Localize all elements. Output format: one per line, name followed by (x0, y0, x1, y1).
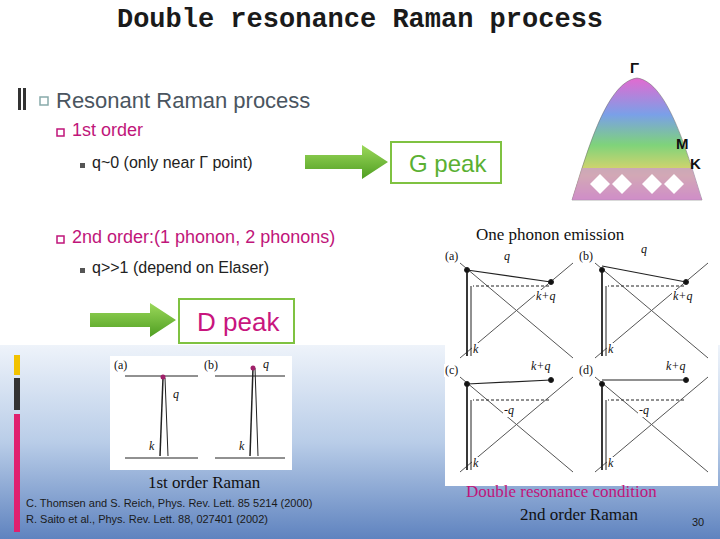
panel-letter: (a) (113, 359, 128, 372)
panel-caption: Double resonance condition (466, 483, 657, 502)
momentum-label: k (607, 343, 614, 356)
panel-letter: (b) (203, 359, 219, 372)
momentum-label: k+q (665, 360, 686, 373)
box-text: D peak (197, 307, 276, 338)
panel-letter: (c) (444, 364, 459, 377)
panel-letter: (a) (444, 250, 459, 263)
block-arrow (90, 303, 176, 337)
panel-letter: (d) (578, 364, 594, 377)
slide-number: 30 (692, 516, 704, 528)
title-bar (23, 88, 26, 110)
bullet-text: q~0 (only near Γ point) (92, 154, 252, 172)
bullet (57, 236, 64, 243)
momentum-label: k (607, 457, 614, 470)
panel-caption: 1st order Raman (148, 474, 260, 493)
momentum-label: -q (638, 404, 650, 417)
block-arrow (305, 145, 388, 179)
double-resonance-diagram (595, 377, 708, 472)
panel-letter: (b) (578, 250, 594, 263)
momentum-label: k (472, 457, 479, 470)
double-resonance-diagram (595, 263, 708, 358)
citation: C. Thomsen and S. Reich, Phys. Rev. Lett… (26, 497, 312, 509)
momentum-label: k (148, 440, 155, 453)
momentum-label: q (172, 388, 180, 401)
citation: R. Saito et al., Phys. Rev. Lett. 88, 02… (26, 513, 268, 525)
bullet (80, 163, 85, 168)
first-order-diagram (125, 366, 285, 459)
momentum-label: q (503, 250, 511, 263)
result-box: G peak (390, 141, 502, 184)
panel-heading: One phonon emission (476, 226, 624, 245)
double-resonance-diagram (460, 263, 573, 358)
bullet (57, 129, 64, 136)
box-text: G peak (409, 150, 483, 179)
bullet-text: 1st order (72, 121, 143, 141)
bullet (80, 268, 85, 273)
bullet-text: Resonant Raman process (56, 89, 310, 113)
panel-caption: 2nd order Raman (520, 506, 638, 525)
diagram-panel (445, 222, 718, 486)
momentum-label: k (238, 440, 245, 453)
momentum-label: k (472, 343, 479, 356)
slide-title: Double resonance Raman process (117, 6, 603, 36)
momentum-label: k+q (535, 290, 556, 303)
bullet (40, 97, 48, 105)
point-label: K (690, 156, 701, 173)
point-label: Γ (630, 60, 639, 77)
color-bar (14, 355, 20, 375)
color-bar (14, 414, 20, 532)
color-bar (14, 378, 20, 410)
band-surface (572, 78, 702, 200)
point-label: M (676, 136, 689, 153)
momentum-label: q (640, 243, 648, 256)
bullet-text: q>>1 (depend on Elaser) (92, 259, 269, 277)
momentum-label: k+q (672, 290, 693, 303)
title-bar (18, 88, 21, 110)
bullet-text: 2nd order:(1 phonon, 2 phonons) (72, 228, 335, 248)
result-box: D peak (178, 298, 295, 344)
momentum-label: k+q (530, 360, 551, 373)
double-resonance-diagram (460, 377, 573, 472)
diagram-panel (110, 356, 292, 470)
momentum-label: -q (503, 404, 515, 417)
momentum-label: q (262, 358, 270, 371)
